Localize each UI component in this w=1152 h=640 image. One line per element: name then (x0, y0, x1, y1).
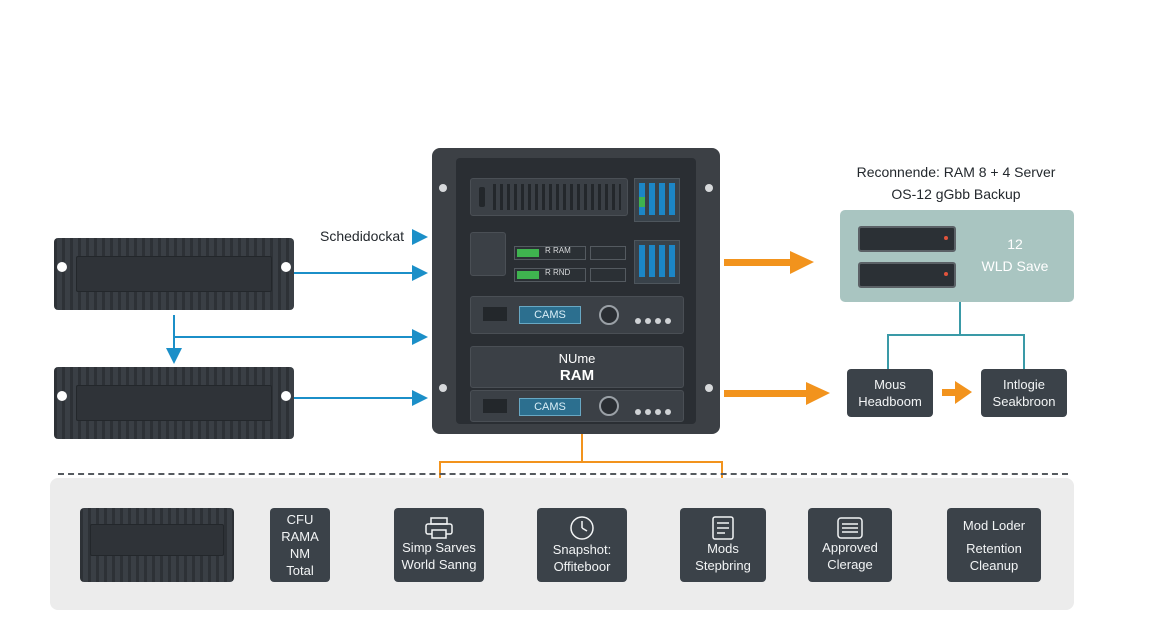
step-line: Offiteboor (553, 559, 611, 574)
dashed-separator (58, 473, 1068, 475)
step-line: Snapshot: (552, 542, 612, 557)
backup-panel-count: 12 (1007, 236, 1023, 252)
center-module: NUme RAM (470, 346, 684, 388)
storage-unit-pipeline (80, 508, 234, 582)
bay-slot (590, 268, 626, 282)
backup-drive-1 (858, 226, 956, 252)
step-simp-sarves: Simp Sarves World Sanng (394, 508, 484, 582)
controller-tray-2: CAMS (470, 390, 684, 422)
rack-screw (705, 184, 713, 192)
rack-screw (439, 384, 447, 392)
step-snapshot: Snapshot: Offiteboor (537, 508, 627, 582)
document-icon (712, 516, 734, 540)
controller-knob (599, 305, 619, 325)
step-line: Total (286, 563, 314, 578)
unit-slot (76, 385, 272, 421)
memory-bay-2-label: R RND (545, 268, 571, 277)
box-line: Intlogie (1003, 377, 1045, 392)
step-line: Stepbring (695, 558, 751, 573)
step-line: RAMA (281, 529, 319, 544)
step-line: Clerage (827, 557, 873, 572)
scheduler-label: Schedidockat (320, 228, 405, 244)
blue-wires (166, 229, 428, 406)
list-icon (837, 517, 863, 539)
storage-unit-bottom (54, 367, 294, 439)
mount-hole (281, 391, 291, 401)
step-line: Approved (822, 540, 878, 555)
box-line: Headboom (858, 394, 922, 409)
step-line: Mod Loder (962, 517, 1026, 533)
unit-slot (76, 256, 272, 292)
rack-screw (439, 184, 447, 192)
unit-slot (90, 524, 224, 556)
backup-title-line2: OS-12 gGbb Backup (891, 186, 1021, 202)
step-mods: Mods Stepbring (680, 508, 766, 582)
step-cfu-total: CFU RAMA NM Total (270, 508, 330, 582)
controller-tray-1: CAMS (470, 296, 684, 334)
bay-slot (590, 246, 626, 260)
blade-bottom (634, 240, 680, 284)
memory-bay-1: R RAM (514, 246, 586, 260)
seakbroon-box: Intlogie Seakbroon (981, 369, 1067, 417)
status-leds (635, 311, 675, 329)
box-line: Seakbroon (992, 394, 1056, 409)
memory-bay-2: R RND (514, 268, 586, 282)
box-line: Mous (874, 377, 906, 392)
printer-icon (425, 517, 453, 539)
backup-panel: 12 WLD Save (840, 210, 1074, 302)
controller-chip-2: CAMS (519, 398, 581, 416)
rack-screw (705, 384, 713, 392)
step-line: NM (289, 546, 311, 561)
blade-top (634, 178, 680, 222)
step-line: Simp Sarves (402, 540, 476, 555)
headboom-box: Mous Headboom (847, 369, 933, 417)
center-module-line1: NUme (558, 351, 596, 366)
step-retention-cleanup: Mod Loder Retention Cleanup (947, 508, 1041, 582)
step-line: Retention (966, 540, 1022, 556)
teal-wires (887, 302, 1025, 370)
controller-chip-1: CAMS (519, 306, 581, 324)
status-leds (635, 402, 675, 420)
storage-unit-top (54, 238, 294, 310)
mount-hole (57, 262, 67, 272)
step-line: CFU (286, 512, 314, 527)
memory-bay-1-label: R RAM (545, 246, 571, 255)
power-module (470, 232, 506, 276)
fan-tray (470, 178, 628, 216)
backup-title-line1: Reconnende: RAM 8 + 4 Server (856, 164, 1056, 180)
controller-knob (599, 396, 619, 416)
clock-icon (570, 516, 594, 540)
rack-cabinet: R RAM R RND CAMS NUme RAM CAMS (456, 158, 696, 424)
mount-hole (57, 391, 67, 401)
step-line: Cleanup (969, 557, 1019, 573)
backup-panel-label: WLD Save (981, 258, 1049, 274)
step-line: Mods (707, 541, 739, 556)
server-rack: R RAM R RND CAMS NUme RAM CAMS (432, 148, 720, 434)
backup-drive-2 (858, 262, 956, 288)
center-module-line2: RAM (559, 367, 595, 384)
mount-hole (281, 262, 291, 272)
step-line: World Sanng (401, 557, 477, 572)
step-approved: Approved Clerage (808, 508, 892, 582)
